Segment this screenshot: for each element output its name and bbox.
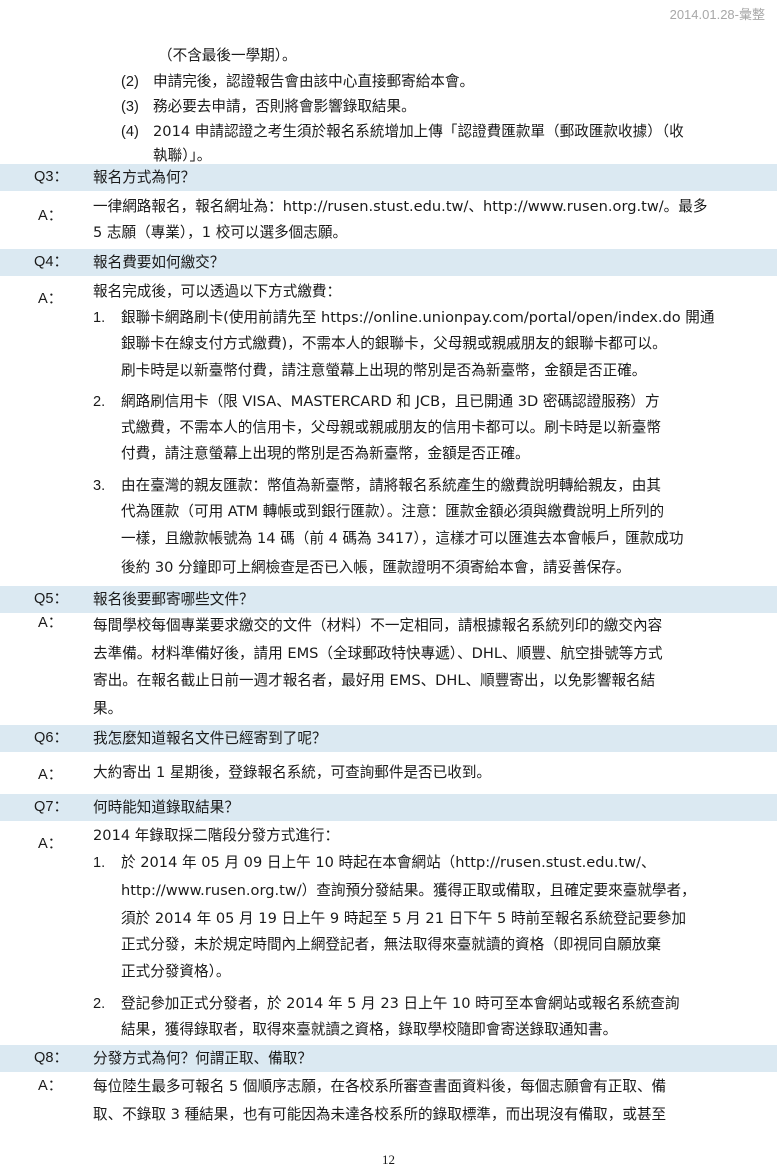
- question-label: Q5：: [34, 591, 69, 607]
- text-line: 申請完後，認證報告會由該中心直接郵寄給本會。: [153, 73, 475, 90]
- text-line: 果。: [93, 700, 123, 717]
- text-line: 銀聯卡在線支付方式繳費)，不需本人的銀聯卡，父母親或親戚朋友的銀聯卡都可以。: [121, 335, 667, 352]
- text-line: 報名完成後，可以透過以下方式繳費：: [93, 283, 342, 300]
- item-number: 2.: [93, 394, 106, 410]
- text-line: 每位陸生最多可報名 5 個順序志願，在各校系所審查書面資料後，每個志願會有正取、…: [93, 1078, 667, 1095]
- text-line: 式繳費，不需本人的信用卡，父母親或親戚朋友的信用卡都可以。刷卡時是以新臺幣: [121, 419, 661, 436]
- question-band-q5: Q5： 報名後要郵寄哪些文件？: [0, 586, 777, 613]
- text-line: （不含最後一學期）。: [158, 47, 297, 64]
- text-line: 大約寄出 1 星期後，登錄報名系統，可查詢郵件是否已收到。: [93, 764, 492, 781]
- question-text: 何時能知道錄取結果？: [93, 799, 239, 816]
- question-text: 我怎麼知道報名文件已經寄到了呢？: [93, 730, 327, 747]
- text-line: 於 2014 年 05 月 09 日上午 10 時起在本會網站（http://r…: [121, 854, 656, 871]
- text-line: 2014 申請認證之考生須於報名系統增加上傳「認證費匯款單（郵政匯款收據）（收: [153, 123, 684, 140]
- text-line: http://www.rusen.org.tw/）查詢預分發結果。獲得正取或備取…: [121, 882, 696, 899]
- text-line: 一樣，且繳款帳號為 14 碼（前 4 碼為 3417），這樣才可以匯進去本會帳戶…: [121, 530, 684, 547]
- text-line: 結果，獲得錄取者，取得來臺就讀之資格，錄取學校隨即會寄送錄取通知書。: [121, 1021, 618, 1038]
- header-date: 2014.01.28-彙整: [669, 7, 765, 22]
- item-number: (4): [121, 124, 139, 140]
- text-line: 銀聯卡網路刷卡(使用前請先至 https://online.unionpay.c…: [121, 309, 715, 326]
- text-line: 正式分發，未於規定時間內上網登記者，無法取得來臺就讀的資格（即視同自願放棄: [121, 936, 661, 953]
- text-line: 執聯）」。: [153, 147, 212, 164]
- text-line: 後約 30 分鐘即可上網檢查是否已入帳，匯款證明不須寄給本會，請妥善保存。: [121, 559, 631, 576]
- text-line: 每間學校每個專業要求繳交的文件（材料）不一定相同，請根據報名系統列印的繳交內容: [93, 617, 663, 634]
- question-label: Q8：: [34, 1050, 69, 1066]
- text-line: 刷卡時是以新臺幣付費，請注意螢幕上出現的幣別是否為新臺幣，金額是否正確。: [121, 362, 647, 379]
- question-label: Q3：: [34, 169, 69, 185]
- question-label: Q6：: [34, 730, 69, 746]
- question-band-q8: Q8： 分發方式為何？何謂正取、備取？: [0, 1045, 777, 1072]
- answer-label: A：: [38, 615, 63, 631]
- question-label: Q4：: [34, 254, 69, 270]
- text-line: 付費，請注意螢幕上出現的幣別是否為新臺幣，金額是否正確。: [121, 445, 530, 462]
- question-label: Q7：: [34, 799, 69, 815]
- text-line: 一律網路報名，報名網址為：http://rusen.stust.edu.tw/、…: [93, 198, 708, 215]
- page-number: 12: [382, 1152, 395, 1167]
- question-text: 報名方式為何？: [93, 169, 196, 186]
- question-band-q3: Q3： 報名方式為何？: [0, 164, 777, 191]
- item-number: 2.: [93, 996, 106, 1012]
- question-band-q4: Q4： 報名費要如何繳交？: [0, 249, 777, 276]
- question-text: 分發方式為何？何謂正取、備取？: [93, 1050, 312, 1067]
- text-line: 網路刷信用卡（限 VISA、MASTERCARD 和 JCB，且已開通 3D 密…: [121, 393, 660, 410]
- text-line: 務必要去申請，否則將會影響錄取結果。: [153, 98, 416, 115]
- answer-label: A：: [38, 767, 63, 783]
- answer-label: A：: [38, 291, 63, 307]
- answer-label: A：: [38, 836, 63, 852]
- text-line: 2014 年錄取採二階段分發方式進行：: [93, 827, 340, 844]
- text-line: 登記參加正式分發者，於 2014 年 5 月 23 日上午 10 時可至本會網站…: [121, 995, 680, 1012]
- answer-label: A：: [38, 1078, 63, 1094]
- question-band-q6: Q6： 我怎麼知道報名文件已經寄到了呢？: [0, 725, 777, 752]
- question-band-q7: Q7： 何時能知道錄取結果？: [0, 794, 777, 821]
- text-line: 代為匯款（可用 ATM 轉帳或到銀行匯款）。注意：匯款金額必須與繳費說明上所列的: [121, 503, 665, 520]
- text-line: 5 志願（專業），1 校可以選多個志願。: [93, 224, 348, 241]
- item-number: 3.: [93, 478, 106, 494]
- text-line: 須於 2014 年 05 月 19 日上午 9 時起至 5 月 21 日下午 5…: [121, 910, 687, 927]
- text-line: 去準備。材料準備好後，請用 EMS（全球郵政特快專遞）、DHL、順豐、航空掛號等…: [93, 645, 663, 662]
- text-line: 由在臺灣的親友匯款：幣值為新臺幣，請將報名系統產生的繳費說明轉給親友，由其: [121, 477, 661, 494]
- question-text: 報名費要如何繳交？: [93, 254, 225, 271]
- item-number: 1.: [93, 855, 106, 871]
- answer-label: A：: [38, 208, 63, 224]
- item-number: (2): [121, 74, 139, 90]
- item-number: 1.: [93, 310, 106, 326]
- question-text: 報名後要郵寄哪些文件？: [93, 591, 254, 608]
- item-number: (3): [121, 99, 139, 115]
- text-line: 寄出。在報名截止日前一週才報名者，最好用 EMS、DHL、順豐寄出，以免影響報名…: [93, 672, 656, 689]
- text-line: 正式分發資格）。: [121, 963, 231, 980]
- text-line: 取、不錄取 3 種結果，也有可能因為未達各校系所的錄取標準，而出現沒有備取，或甚…: [93, 1106, 667, 1123]
